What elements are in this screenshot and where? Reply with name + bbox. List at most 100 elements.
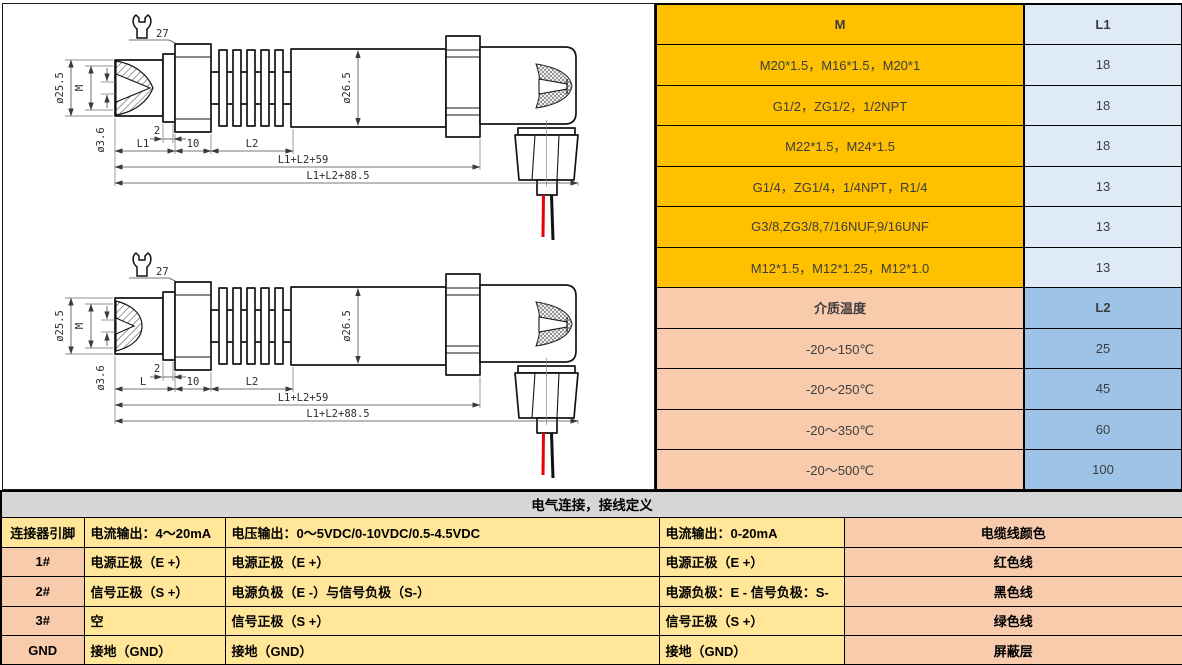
temp-row: -20～500℃ 100 bbox=[655, 449, 1182, 491]
voltage-cell: 信号正极（S +） bbox=[224, 605, 660, 636]
media-temp-header: 介质温度 bbox=[655, 287, 1025, 329]
pressure-bore bbox=[115, 317, 136, 335]
pin-cell: GND bbox=[0, 635, 85, 665]
current420-cell: 空 bbox=[83, 605, 226, 636]
temp-row: -20～350℃ 60 bbox=[655, 408, 1182, 450]
cable-exit-tube bbox=[536, 417, 558, 434]
outer-diameter-label: ø25.5 bbox=[54, 310, 66, 342]
l2-cell: 25 bbox=[1023, 327, 1182, 369]
temp-range-cell: -20～250℃ bbox=[655, 368, 1025, 410]
wrench-size-label: 27 bbox=[156, 28, 169, 40]
current020-cell: 电源正极（E +） bbox=[658, 546, 845, 577]
wire-black bbox=[550, 432, 555, 479]
temp-header-row: 介质温度 L2 bbox=[655, 287, 1182, 329]
temp-range-cell: -20～500℃ bbox=[655, 449, 1025, 491]
l1-cell: 13 bbox=[1023, 246, 1182, 288]
current020-cell: 电源负极：E - 信号负极：S- bbox=[658, 576, 845, 607]
cooling-fin bbox=[260, 49, 270, 127]
pin-cell: 2# bbox=[0, 576, 85, 607]
wiring-title-row: 电气连接，接线定义 bbox=[0, 490, 1182, 518]
wiring-row: 3# 空 信号正极（S +） 信号正极（S +） 绿色线 bbox=[0, 605, 1182, 636]
pin-cell: 3# bbox=[0, 605, 85, 636]
transmitter-drawings-svg: 27 ø26.5 bbox=[53, 14, 579, 479]
thread-row: G1/2，ZG1/2，1/2NPT 18 bbox=[655, 84, 1182, 126]
thread-cell: G1/4，ZG1/4，1/4NPT，R1/4 bbox=[655, 165, 1025, 207]
transmitter-body bbox=[290, 48, 447, 128]
thread-row: M22*1.5，M24*1.5 18 bbox=[655, 125, 1182, 167]
l2-column-header: L2 bbox=[1023, 287, 1182, 329]
body-diameter-label: ø26.5 bbox=[341, 72, 353, 104]
wiring-definition-table: 电气连接，接线定义 连接器引脚 电流输出：4～20mA 电压输出：0～5VDC/… bbox=[0, 490, 1182, 665]
wire-red bbox=[541, 194, 545, 238]
voltage-cell: 接地（GND） bbox=[224, 635, 660, 665]
hex-length-label: 10 bbox=[187, 376, 200, 388]
cooling-fin bbox=[246, 49, 256, 127]
cooling-fin bbox=[218, 49, 228, 127]
temp-range-cell: -20～150℃ bbox=[655, 327, 1025, 369]
dimension-drawings-panel: 27 ø26.5 bbox=[2, 3, 655, 490]
l1-column-header: L1 bbox=[1023, 3, 1182, 45]
voltage-cell: 电源负极（E -）与信号负极（S-） bbox=[224, 576, 660, 607]
housing-hex bbox=[445, 273, 481, 376]
l2-cell: 60 bbox=[1023, 408, 1182, 450]
spec-header-row: M L1 bbox=[655, 3, 1182, 45]
current420-cell: 电源正极（E +） bbox=[83, 546, 226, 577]
l1-cell: 18 bbox=[1023, 84, 1182, 126]
thread-cell: M22*1.5，M24*1.5 bbox=[655, 125, 1025, 167]
l1-cell: 18 bbox=[1023, 44, 1182, 86]
wiring-row: GND 接地（GND） 接地（GND） 接地（GND） 屏蔽层 bbox=[0, 635, 1182, 665]
thread-size-label: M bbox=[74, 323, 86, 329]
thread-row: G1/4，ZG1/4，1/4NPT，R1/4 13 bbox=[655, 165, 1182, 207]
thread-size-label: M bbox=[74, 85, 86, 91]
pin-cell: 1# bbox=[0, 546, 85, 577]
l2-cell: 45 bbox=[1023, 368, 1182, 410]
transmitter-drawing-top: 27 ø26.5 bbox=[53, 14, 579, 241]
current020-cell: 信号正极（S +） bbox=[658, 605, 845, 636]
current-420-header: 电流输出：4～20mA bbox=[83, 516, 226, 548]
voltage-cell: 电源正极（E +） bbox=[224, 546, 660, 577]
thread-cell: M12*1.5，M12*1.25，M12*1.0 bbox=[655, 246, 1025, 288]
thread-row: M12*1.5，M12*1.25，M12*1.0 13 bbox=[655, 246, 1182, 288]
thread-row: G3/8,ZG3/8,7/16NUF,9/16UNF 13 bbox=[655, 206, 1182, 248]
len2-label: L2 bbox=[246, 376, 259, 388]
wire-black bbox=[550, 194, 555, 241]
hole-diameter-label: ø3.6 bbox=[95, 127, 107, 152]
total-length-b-label: L1+L2+88.5 bbox=[306, 170, 369, 182]
current420-cell: 信号正极（S +） bbox=[83, 576, 226, 607]
thread-cell: M20*1.5，M16*1.5，M20*1 bbox=[655, 44, 1025, 86]
wiring-table-title: 电气连接，接线定义 bbox=[0, 490, 1182, 518]
cable-exit-tube bbox=[536, 179, 558, 196]
cooling-fin bbox=[260, 287, 270, 365]
l1-cell: 13 bbox=[1023, 165, 1182, 207]
len1-label: L bbox=[140, 376, 146, 388]
port-flange bbox=[162, 291, 176, 361]
temp-row: -20～250℃ 45 bbox=[655, 368, 1182, 410]
cooling-fin bbox=[274, 287, 284, 365]
len1-label: L1 bbox=[137, 138, 150, 150]
port-flange bbox=[162, 53, 176, 123]
temp-row: -20～150℃ 25 bbox=[655, 327, 1182, 369]
wrench-size-label: 27 bbox=[156, 266, 169, 278]
wrench-icon bbox=[132, 252, 152, 277]
total-length-a-label: L1+L2+59 bbox=[278, 154, 329, 166]
l1-cell: 18 bbox=[1023, 125, 1182, 167]
pressure-bore bbox=[115, 73, 152, 103]
transmitter-body bbox=[290, 286, 447, 366]
wiring-header-row: 连接器引脚 电流输出：4～20mA 电压输出：0～5VDC/0-10VDC/0.… bbox=[0, 516, 1182, 548]
wrench-icon bbox=[132, 14, 152, 39]
cable-color-cell: 屏蔽层 bbox=[843, 635, 1182, 665]
voltage-output-header: 电压输出：0～5VDC/0-10VDC/0.5-4.5VDC bbox=[224, 516, 660, 548]
temp-range-cell: -20～350℃ bbox=[655, 408, 1025, 450]
cable-color-cell: 黑色线 bbox=[843, 576, 1182, 607]
thread-column-header: M bbox=[655, 3, 1025, 45]
cable-color-cell: 红色线 bbox=[843, 546, 1182, 577]
wiring-row: 2# 信号正极（S +） 电源负极（E -）与信号负极（S-） 电源负极：E -… bbox=[0, 576, 1182, 607]
cooling-fin bbox=[274, 49, 284, 127]
cooling-fin bbox=[232, 287, 242, 365]
l2-cell: 100 bbox=[1023, 449, 1182, 491]
hex-nut bbox=[174, 43, 212, 133]
total-length-b-label: L1+L2+88.5 bbox=[306, 408, 369, 420]
thread-cell: G1/2，ZG1/2，1/2NPT bbox=[655, 84, 1025, 126]
current-020-header: 电流输出：0-20mA bbox=[658, 516, 845, 548]
